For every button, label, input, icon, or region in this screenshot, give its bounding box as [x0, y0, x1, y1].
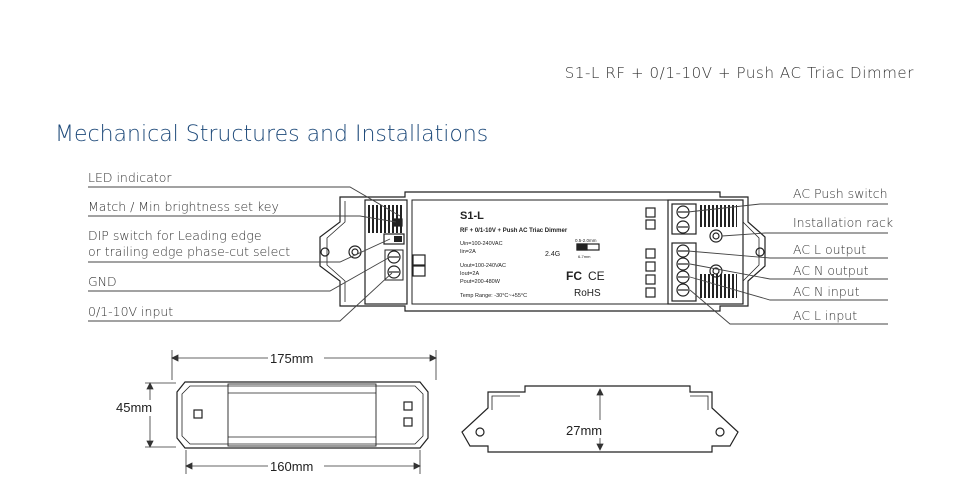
right-terminal-block — [667, 199, 744, 305]
dimension-lines-top — [145, 350, 437, 474]
label-gnd: GND — [88, 274, 117, 289]
n-in-screw — [676, 270, 690, 284]
label-dip-switch-1: DIP switch for Leading edge — [88, 228, 262, 243]
right-leader-lines — [687, 203, 888, 325]
device-wire: 0.5-2.0mm — [575, 238, 597, 243]
label-dip-switch-2: or trailing edge phase-cut select — [88, 244, 291, 259]
dim-height: 27mm — [566, 423, 602, 438]
label-panel — [411, 199, 669, 305]
left-leader-lines — [88, 186, 401, 322]
label-ac-push-switch: AC Push switch — [793, 186, 888, 201]
device-fc: FC — [566, 269, 582, 283]
device-iout: Iout=2A — [460, 271, 479, 277]
label-installation-rack: Installation rack — [793, 215, 894, 230]
device-subtitle: RF + 0/1-10V + Push AC Triac Dimmer — [460, 228, 568, 234]
left-screw-2 — [387, 265, 401, 279]
device-strip: 6-7mm — [578, 254, 591, 259]
rack-screw-right-1 — [709, 229, 723, 243]
left-terminal-block — [364, 199, 408, 305]
device-rf: 2.4G — [545, 251, 560, 258]
device-temp: Temp Range: -30°C~+55°C — [460, 293, 527, 299]
dip-switch — [383, 233, 405, 245]
push-screw-2 — [676, 220, 690, 234]
mount-hole-left — [320, 247, 330, 257]
rack-screw-left — [348, 245, 362, 259]
mount-hole-right — [755, 247, 765, 257]
left-screw-1 — [387, 250, 401, 264]
n-out-screw — [676, 257, 690, 271]
section-title: Mechanical Structures and Installations — [55, 122, 489, 147]
device-iin: Iin=2A — [460, 249, 476, 255]
dimension-view-side — [461, 385, 739, 453]
device-rohs: RoHS — [574, 288, 601, 299]
label-ac-n-input: AC N input — [793, 284, 860, 299]
device-outline — [319, 191, 766, 312]
header-title: S1-L RF + 0/1-10V + Push AC Triac Dimmer — [564, 64, 914, 82]
label-ac-l-output: AC L output — [793, 242, 867, 257]
l-in-screw — [676, 283, 690, 297]
label-match-key: Match / Min brightness set key — [88, 199, 279, 214]
dim-length-total: 175mm — [270, 351, 313, 366]
device-ce: CE — [588, 269, 605, 283]
dim-length-inner: 160mm — [270, 459, 313, 474]
dimension-lines-side — [596, 388, 604, 451]
rack-screw-right-2 — [709, 264, 723, 278]
dim-width: 45mm — [116, 400, 152, 415]
label-ac-l-input: AC L input — [793, 308, 858, 323]
label-ac-n-output: AC N output — [793, 263, 869, 278]
device-pout: Pout=200-480W — [460, 279, 501, 285]
device-uout: Uout=100-240VAC — [460, 263, 506, 269]
device-uin: Uin=100-240VAC — [460, 241, 503, 247]
label-010v-input: 0/1-10V input — [88, 304, 174, 319]
dimension-view-top — [176, 381, 429, 449]
match-key — [393, 218, 403, 227]
label-led-indicator: LED indicator — [88, 170, 172, 185]
device-model: S1-L — [460, 210, 484, 222]
